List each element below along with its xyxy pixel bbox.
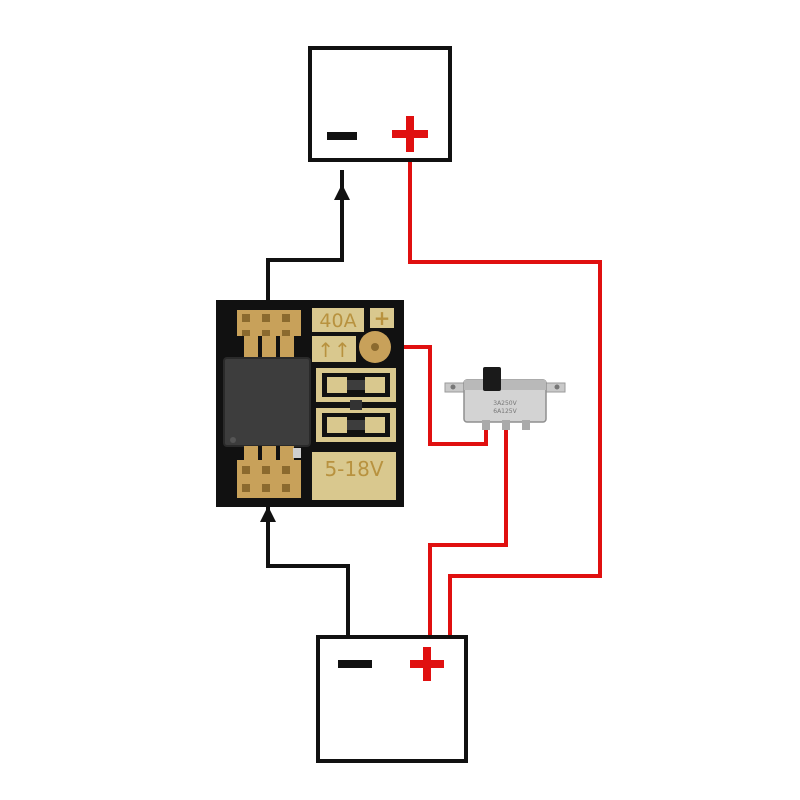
switch-rating-line1: 3A250V [493,400,517,407]
module-top-pad [237,310,301,358]
arrow-to-load-icon [334,184,350,200]
positive-wire-module-to-switch [375,345,488,446]
slide-switch: 3A250V 6A125V [444,367,566,430]
switch-pin-left [482,420,490,430]
positive-wire-switch-to-battery [428,425,508,640]
module-smd-components [316,368,396,442]
battery-minus-sign [338,660,372,668]
switch-actuator [483,367,501,391]
load-minus-sign [327,132,357,140]
module-plus-label: + [374,306,391,330]
arrow-to-module-icon [260,506,276,522]
battery-plus-sign [410,647,444,681]
module-current-label: 40A [319,310,356,332]
load-box: − [308,46,452,162]
switch-rating-line2: 6A125V [493,408,517,415]
negative-wire-to-load [266,170,344,322]
module-voltage-label: 5-18V [324,457,383,481]
switch-module-pcb: 40A + ↑↑ 5-18V [216,300,404,507]
module-arrow-label: ↑↑ [317,338,351,362]
battery-box [316,635,468,763]
module-bottom-pad [237,446,301,498]
switch-pin-middle [502,420,510,430]
mosfet-chip [223,357,311,447]
positive-wire-load-to-battery [408,158,602,640]
negative-wire-from-battery [266,505,350,640]
load-plus-sign [392,116,428,152]
switch-pin-right [522,420,530,430]
